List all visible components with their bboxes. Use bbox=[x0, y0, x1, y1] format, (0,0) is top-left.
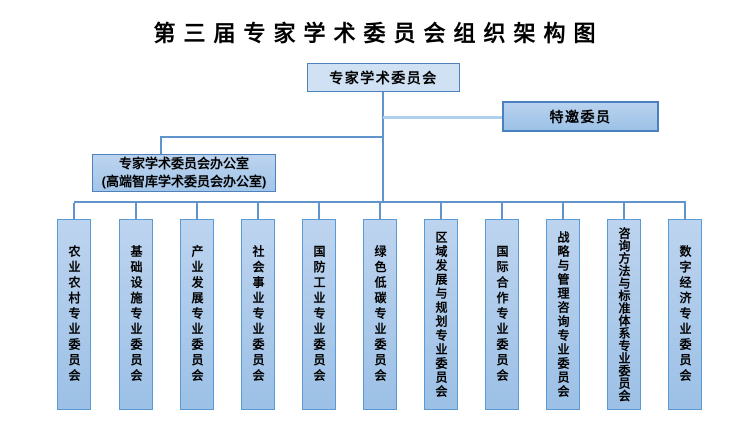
connector-office-branch bbox=[160, 136, 383, 138]
committee-label: 基础设施专业委员会 bbox=[129, 244, 143, 385]
connector-special-branch bbox=[383, 115, 503, 119]
connector-drop bbox=[501, 202, 503, 220]
connector-root-stem bbox=[382, 91, 384, 202]
committee-label: 战略与管理咨询专业委员会 bbox=[556, 230, 570, 399]
connector-drop bbox=[257, 202, 259, 220]
committee-label: 产业发展专业委员会 bbox=[190, 244, 204, 385]
committee-label: 区域发展与规划专业委员会 bbox=[434, 230, 448, 399]
node-committee-strategy: 战略与管理咨询专业委员会 bbox=[546, 202, 580, 410]
node-committee-regional: 区域发展与规划专业委员会 bbox=[424, 202, 458, 410]
connector-office-drop bbox=[160, 136, 162, 155]
node-committee-green: 绿色低碳专业委员会 bbox=[363, 202, 397, 410]
node-office: 专家学术委员会办公室 (高端智库学术委员会办公室) bbox=[92, 154, 276, 192]
committee-label: 绿色低碳专业委员会 bbox=[373, 244, 387, 385]
node-committee-agriculture: 农业农村专业委员会 bbox=[57, 202, 91, 410]
node-committee-methods: 咨询方法与标准体系专业委员会 bbox=[607, 202, 641, 410]
node-office-line2: (高端智库学术委员会办公室) bbox=[101, 174, 267, 189]
node-committee-defense: 国防工业专业委员会 bbox=[302, 202, 336, 410]
connector-drop bbox=[196, 202, 198, 220]
node-special-label: 特邀委员 bbox=[549, 108, 612, 125]
node-office-line1: 专家学术委员会办公室 bbox=[118, 156, 249, 172]
connector-bus bbox=[73, 201, 686, 203]
node-committee-international: 国际合作专业委员会 bbox=[485, 202, 519, 410]
committee-label: 农业农村专业委员会 bbox=[67, 244, 81, 385]
node-root-committee: 专家学术委员会 bbox=[307, 63, 460, 92]
node-committee-industry: 产业发展专业委员会 bbox=[180, 202, 214, 410]
connector-drop bbox=[73, 202, 75, 220]
node-committee-digital: 数字经济专业委员会 bbox=[668, 202, 702, 410]
committee-label: 社会事业专业委员会 bbox=[251, 244, 265, 385]
connector-drop bbox=[440, 202, 442, 220]
connector-drop bbox=[623, 202, 625, 220]
committee-label: 国防工业专业委员会 bbox=[312, 244, 326, 385]
committee-label: 数字经济专业委员会 bbox=[678, 244, 692, 385]
node-special-members: 特邀委员 bbox=[502, 101, 659, 132]
connector-drop bbox=[684, 202, 686, 220]
connector-drop bbox=[135, 202, 137, 220]
node-committee-infrastructure: 基础设施专业委员会 bbox=[119, 202, 153, 410]
committee-label: 国际合作专业委员会 bbox=[495, 244, 509, 385]
connector-drop bbox=[562, 202, 564, 220]
chart-title: 第三届专家学术委员会组织架构图 bbox=[153, 21, 604, 47]
node-root-label: 专家学术委员会 bbox=[329, 69, 438, 86]
committee-label: 咨询方法与标准体系专业委员会 bbox=[617, 227, 631, 402]
connector-drop bbox=[318, 202, 320, 220]
connector-drop bbox=[379, 202, 381, 220]
node-committee-social: 社会事业专业委员会 bbox=[241, 202, 275, 410]
